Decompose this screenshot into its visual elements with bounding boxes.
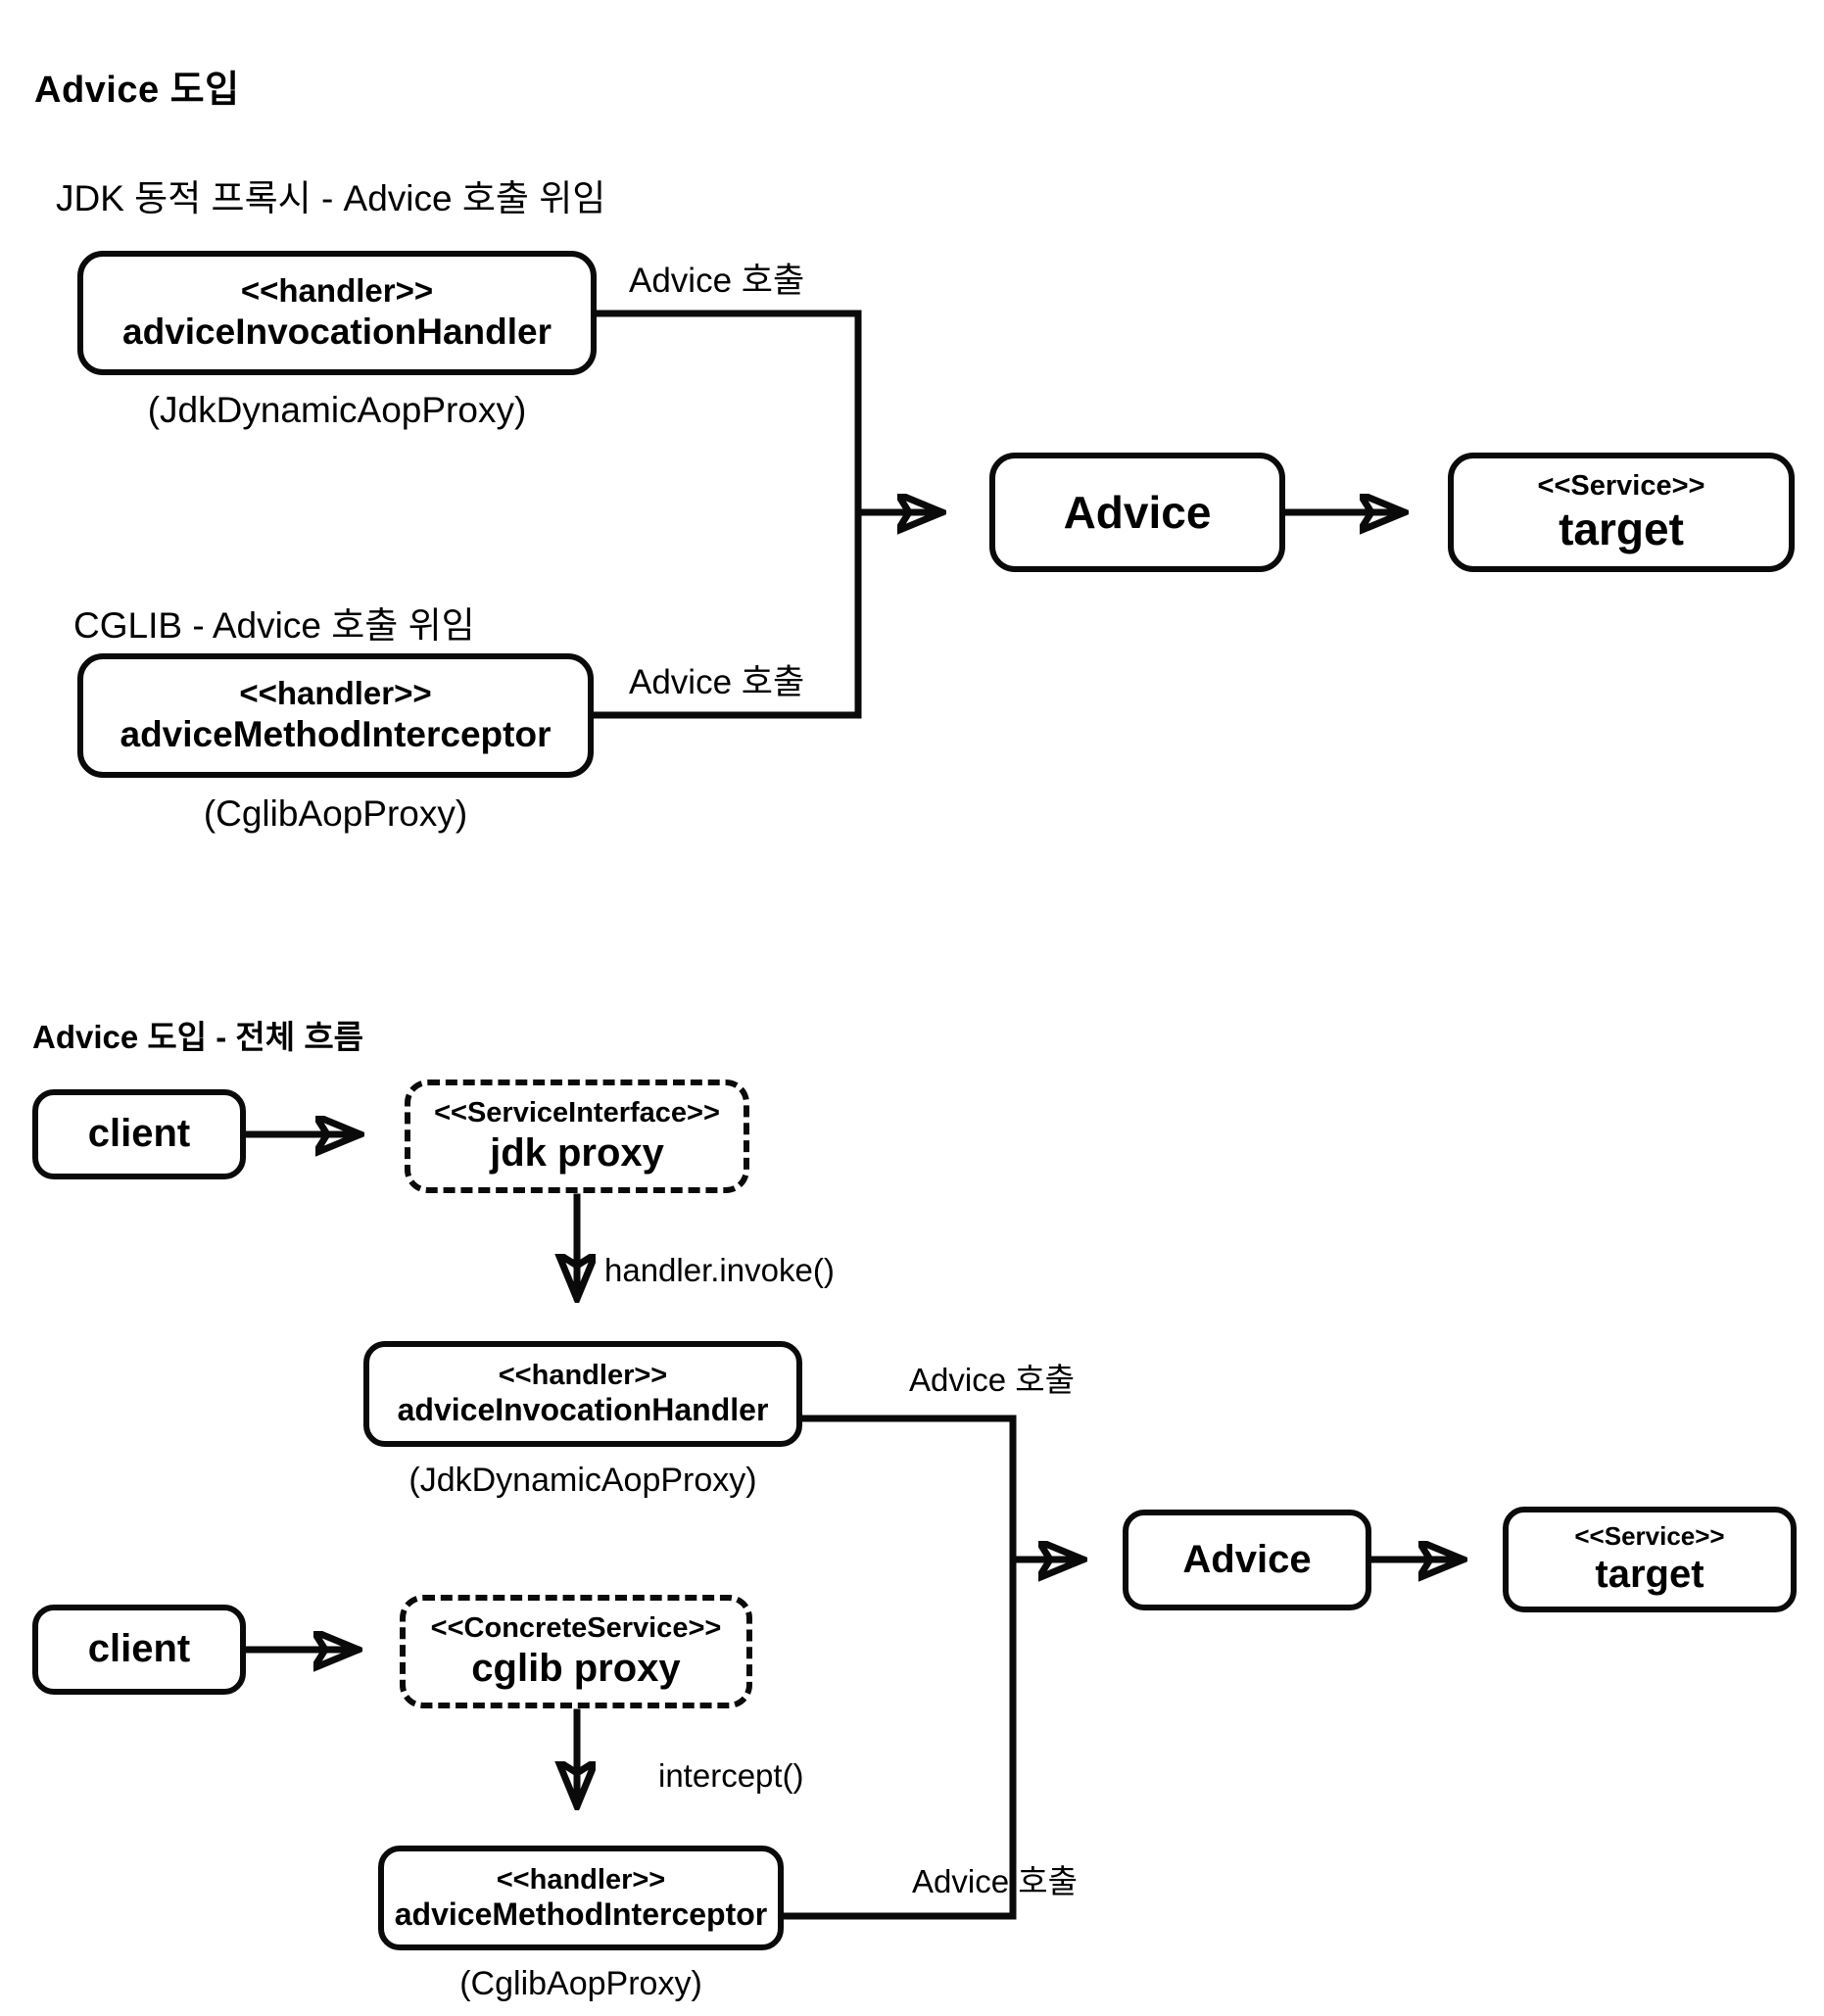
cglib-proxy-caption-top: (CglibAopProxy) <box>203 793 468 834</box>
advice-box-flow: Advice <box>1123 1510 1371 1610</box>
client-box-cglib: client <box>32 1605 246 1695</box>
advice-label: Advice <box>1063 486 1212 538</box>
jdk-proxy-name: jdk proxy <box>490 1130 664 1175</box>
edge-flow-elbow <box>780 1415 1017 1920</box>
handler-stereotype: <<handler>> <box>239 675 432 712</box>
handler-name: adviceInvocationHandler <box>397 1392 769 1428</box>
advice-method-interceptor-box-flow: <<handler>> adviceMethodInterceptor <box>378 1846 784 1950</box>
handler-name: adviceInvocationHandler <box>122 312 552 353</box>
advice-call-label-cglib-top: Advice 호출 <box>629 663 805 701</box>
jdk-proxy-caption-top: (JdkDynamicAopProxy) <box>147 390 527 430</box>
target-box-top: <<Service>> target <box>1448 453 1795 572</box>
handler-stereotype: <<handler>> <box>498 1360 668 1392</box>
target-box-flow: <<Service>> target <box>1503 1507 1797 1612</box>
concrete-service-stereotype: <<ConcreteService>> <box>430 1612 722 1645</box>
client-box-jdk: client <box>32 1089 246 1179</box>
handler-stereotype: <<handler>> <box>240 272 434 310</box>
target-name: target <box>1559 503 1684 554</box>
cglib-proxy-box: <<ConcreteService>> cglib proxy <box>400 1595 752 1708</box>
client-label: client <box>87 1112 191 1156</box>
advice-call-label-cglib-flow: Advice 호출 <box>912 1863 1078 1899</box>
handler-stereotype: <<handler>> <box>496 1863 666 1896</box>
cglib-subtitle: CGLIB - Advice 호출 위임 <box>73 605 475 646</box>
advice-box-top: Advice <box>989 453 1285 572</box>
advice-call-label-jdk-top: Advice 호출 <box>629 262 805 300</box>
service-interface-stereotype: <<ServiceInterface>> <box>434 1097 720 1129</box>
cglib-proxy-name: cglib proxy <box>471 1646 681 1690</box>
handler-name: adviceMethodInterceptor <box>394 1896 768 1932</box>
jdk-subtitle: JDK 동적 프록시 - Advice 호출 위임 <box>56 178 606 218</box>
target-name: target <box>1595 1552 1704 1596</box>
handler-name: adviceMethodInterceptor <box>120 714 552 755</box>
advice-label: Advice <box>1182 1537 1312 1581</box>
advice-method-interceptor-box-top: <<handler>> adviceMethodInterceptor <box>77 653 594 778</box>
service-stereotype: <<Service>> <box>1537 469 1705 502</box>
handler-invoke-label: handler.invoke() <box>604 1252 835 1288</box>
advice-invocation-handler-box-top: <<handler>> adviceInvocationHandler <box>77 251 597 375</box>
section-flow-title: Advice 도입 - 전체 흐름 <box>32 1019 364 1055</box>
service-stereotype: <<Service>> <box>1574 1521 1725 1552</box>
section-top-title: Advice 도입 <box>34 70 240 111</box>
jdk-proxy-caption-flow: (JdkDynamicAopProxy) <box>408 1462 757 1499</box>
client-label: client <box>87 1627 191 1671</box>
advice-call-label-jdk-flow: Advice 호출 <box>909 1362 1075 1398</box>
jdk-proxy-box: <<ServiceInterface>> jdk proxy <box>405 1080 749 1193</box>
cglib-proxy-caption-flow: (CglibAopProxy) <box>459 1965 702 2002</box>
advice-invocation-handler-box-flow: <<handler>> adviceInvocationHandler <box>363 1341 802 1447</box>
intercept-label: intercept() <box>658 1757 804 1794</box>
